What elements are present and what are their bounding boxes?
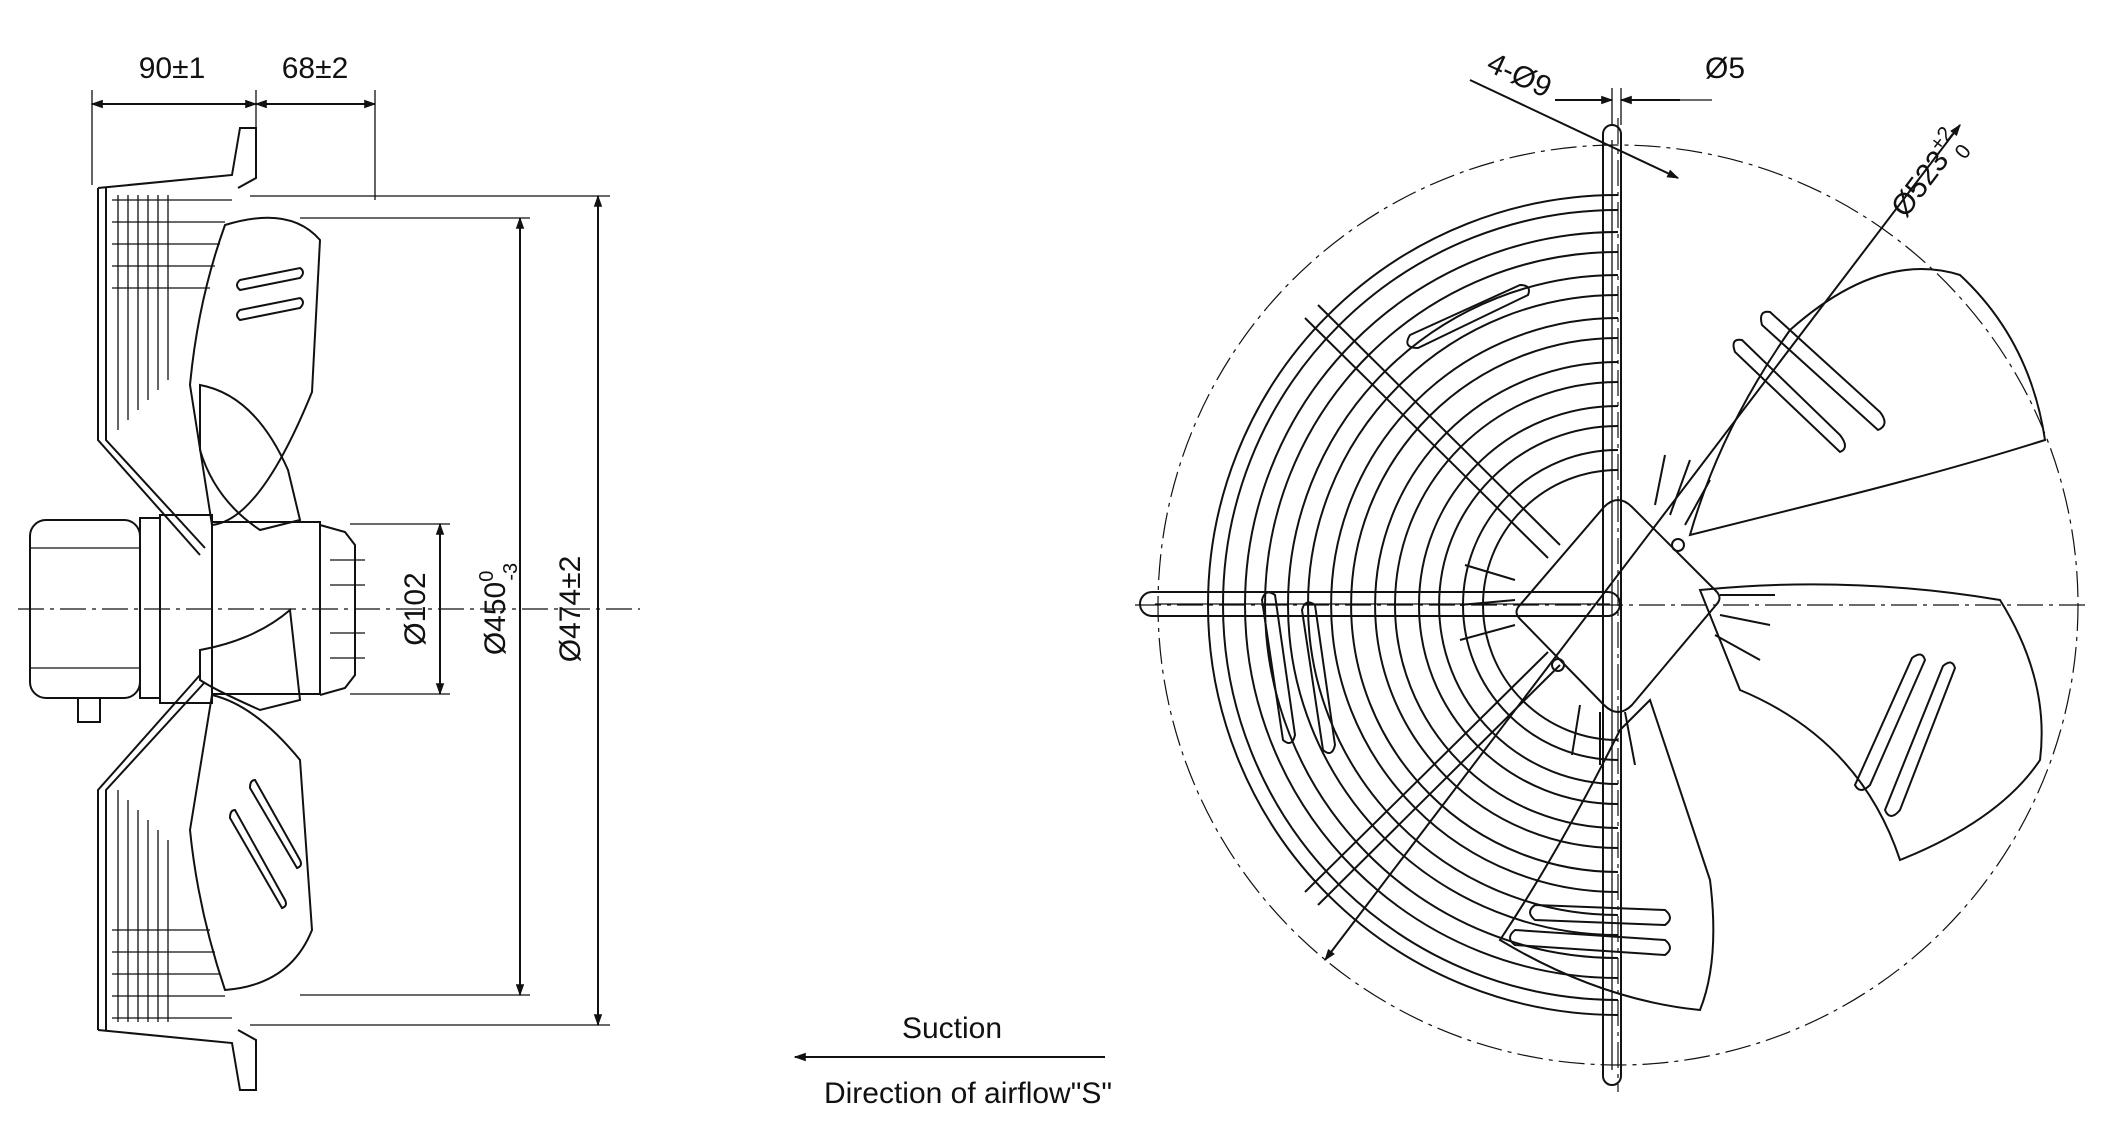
airflow-indicator: Suction Direction of airflow"S" (793, 1012, 1112, 1110)
front-view: Ø5 4-Ø9 Ø523+20 (1135, 46, 2085, 1092)
dim-rod: Ø5 (1705, 52, 1745, 85)
dim-mount-dia: Ø523+20 (1881, 122, 1978, 229)
side-view: 90±1 68±2 Ø102 Ø4500-3 Ø474±2 (18, 52, 640, 1091)
mount-dia-dimension: Ø523+20 (1324, 122, 1978, 961)
rod-dimensions: Ø5 4-Ø9 (1469, 46, 1745, 179)
guard-rings-top (112, 195, 232, 430)
diameter-dimensions-side: Ø102 Ø4500-3 Ø474±2 (250, 194, 610, 1027)
dim-blade-dia: Ø4500-3 (476, 563, 522, 655)
guard-frame (97, 127, 257, 1091)
depth-dimensions: 90±1 68±2 (90, 52, 377, 200)
dim-guard-dia: Ø474±2 (554, 556, 587, 663)
airflow-direction-label: Direction of airflow"S" (824, 1077, 1112, 1110)
dim-hub-dia: Ø102 (399, 572, 432, 645)
blade-slots (1260, 283, 1957, 957)
guard-rings-bottom (112, 790, 232, 1022)
fan-blades-front (1498, 268, 2047, 1012)
dim-depth-back: 68±2 (282, 52, 349, 85)
suction-label: Suction (902, 1012, 1002, 1045)
dim-holes: 4-Ø9 (1482, 46, 1556, 104)
fan-blades-side (188, 216, 322, 992)
fan-hub (211, 521, 365, 696)
dim-depth-front: 90±1 (139, 52, 206, 85)
